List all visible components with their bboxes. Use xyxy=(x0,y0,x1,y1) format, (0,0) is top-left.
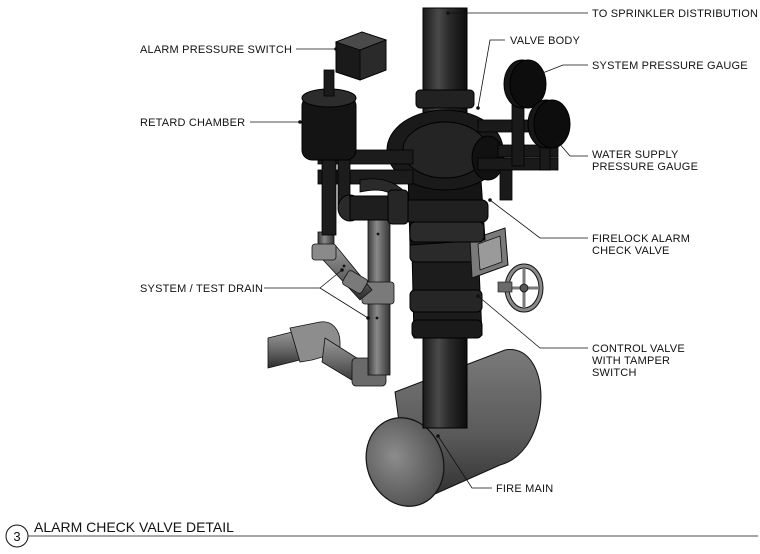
label-valve-body: VALVE BODY xyxy=(510,35,581,47)
label-alarm-pressure-switch: ALARM PRESSURE SWITCH xyxy=(140,44,292,56)
label-control-valve-line2: WITH TAMPER xyxy=(592,355,670,367)
trim-piping xyxy=(301,31,414,236)
retard-chamber xyxy=(301,69,357,161)
label-fire-main: FIRE MAIN xyxy=(496,483,553,495)
label-firelock-line1: FIRELOCK ALARM xyxy=(592,233,690,245)
label-system-pressure-gauge: SYSTEM PRESSURE GAUGE xyxy=(592,60,748,72)
label-control-valve-line3: SWITCH xyxy=(592,367,637,379)
water-supply-pressure-gauge xyxy=(527,99,571,149)
title-block: 3 ALARM CHECK VALVE DETAIL xyxy=(5,519,758,548)
system-test-drain-piping xyxy=(267,199,395,387)
detail-title: ALARM CHECK VALVE DETAIL xyxy=(34,519,234,535)
callout-labels: TO SPRINKLER DISTRIBUTION VALVE BODY ALA… xyxy=(140,8,758,495)
label-retard-chamber: RETARD CHAMBER xyxy=(140,117,245,129)
label-firelock-line2: CHECK VALVE xyxy=(592,245,670,257)
system-pressure-gauge xyxy=(503,59,547,109)
leader-lines xyxy=(250,11,588,489)
valve-body xyxy=(386,109,505,246)
gauge-piping xyxy=(477,59,571,201)
label-system-test-drain: SYSTEM / TEST DRAIN xyxy=(140,283,263,295)
detail-number: 3 xyxy=(13,529,20,544)
label-to-sprinkler-distribution: TO SPRINKLER DISTRIBUTION xyxy=(592,8,758,20)
control-valve xyxy=(409,227,544,339)
label-water-supply-line1: WATER SUPPLY xyxy=(592,149,679,161)
handwheel xyxy=(497,263,544,313)
label-water-supply-line2: PRESSURE GAUGE xyxy=(592,161,698,173)
alarm-pressure-switch xyxy=(334,31,388,81)
label-control-valve-line1: CONTROL VALVE xyxy=(592,343,685,355)
